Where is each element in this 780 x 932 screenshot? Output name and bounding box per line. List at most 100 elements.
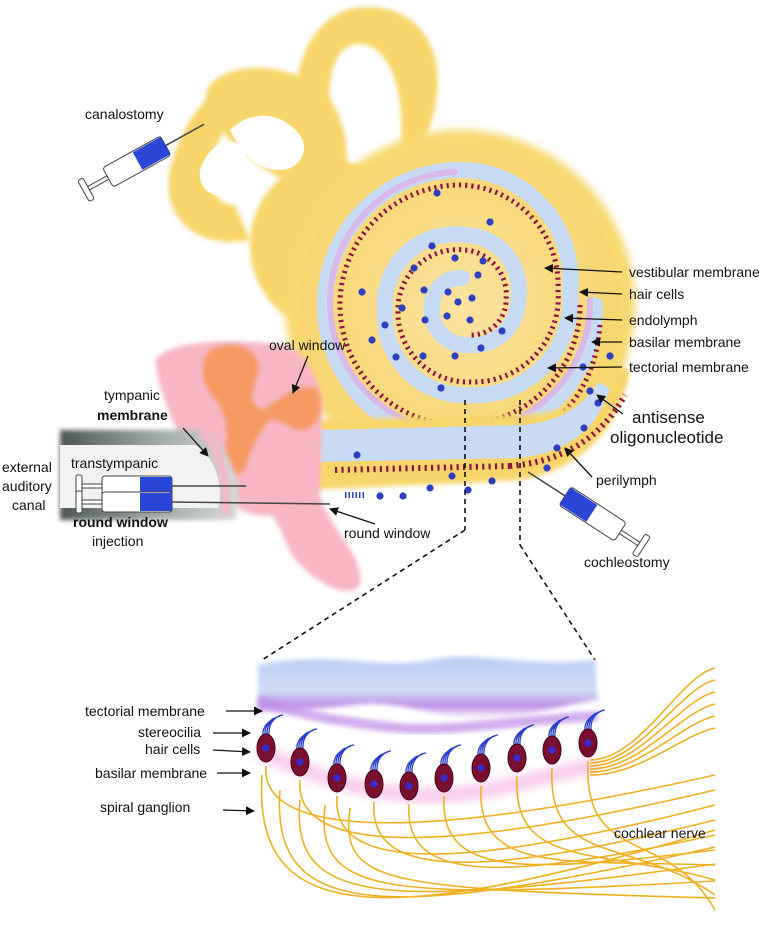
hair-cell [290, 728, 318, 777]
oligonucleotide-particle [419, 352, 427, 360]
nerve-fibre [298, 799, 716, 893]
label-endolymph: endolymph [629, 312, 698, 328]
arrow-oval-window [291, 355, 309, 394]
oligonucleotide-particle [358, 288, 366, 296]
oligonucleotide-particle [586, 387, 594, 395]
nerve-fibre [589, 715, 716, 773]
oligonucleotide-particle [353, 451, 361, 459]
oligonucleotide-particle [399, 492, 407, 500]
label-oval-window: oval window [269, 337, 346, 353]
label-round-window-injection-title: round window [73, 514, 168, 530]
oligonucleotide-particle [474, 271, 482, 279]
arrow-antisense [596, 394, 624, 415]
label-injection: injection [92, 533, 143, 549]
oligonucleotide-particle [420, 286, 428, 294]
hair-cell [542, 716, 570, 765]
oligonucleotide-particle [543, 464, 551, 472]
hair-cell [507, 724, 535, 773]
label-tectorial-membrane: tectorial membrane [629, 359, 749, 375]
inset-label-stereocilia: stereocilia [138, 724, 201, 740]
label-vestibular-membrane: vestibular membrane [629, 264, 760, 280]
nerve-fibre [589, 691, 716, 767]
label-canalostomy: canalostomy [85, 106, 164, 122]
oligonucleotide-particle [443, 312, 451, 320]
syringe-round-window[interactable] [75, 490, 365, 514]
label-transtympanic: transtympanic [71, 455, 158, 471]
hair-cell [399, 752, 427, 801]
label-antisense: antisense [632, 408, 705, 427]
nerve-fibre [278, 789, 716, 898]
inset-label-hair-cells: hair cells [145, 741, 200, 757]
label-auditory: auditory [2, 478, 52, 494]
nerve-fibre [589, 727, 716, 776]
label-tympanic-membrane: membrane [97, 407, 168, 423]
oligonucleotide-particle [451, 254, 459, 262]
label-round-window: round window [344, 525, 431, 541]
label-perilymph: perilymph [596, 472, 657, 488]
nerve-fibre [551, 767, 716, 896]
oligonucleotide-particle [594, 399, 602, 407]
zoom-line-left-2 [261, 529, 466, 661]
inset-label-basilar-membrane: basilar membrane [95, 765, 207, 781]
label-cochleostomy: cochleostomy [584, 554, 670, 570]
label-external: external [2, 459, 52, 475]
label-hair-cells: hair cells [629, 286, 684, 302]
oligonucleotide-particle [428, 242, 436, 250]
nerve-fibre [408, 803, 716, 869]
oligonucleotide-particle [486, 218, 494, 226]
arrow-perilymph [564, 447, 593, 478]
oligonucleotide-particle [466, 316, 474, 324]
label-basilar-membrane: basilar membrane [629, 334, 741, 350]
hair-cell [578, 709, 606, 758]
oligonucleotide-particle [426, 484, 434, 492]
nerve-fibre [347, 807, 716, 899]
inset-arrow-hair-cells [212, 747, 251, 757]
oligonucleotide-particle [433, 189, 441, 197]
label-tympanic: tympanic [104, 387, 160, 403]
hair-cell [434, 744, 462, 793]
inset-arrow-spiral-ganglion [222, 806, 255, 816]
nerve-fibre [336, 795, 716, 855]
syringe-transtympanic[interactable] [75, 474, 246, 498]
oligonucleotide-particle [398, 304, 406, 312]
oligonucleotide-particle [606, 352, 614, 360]
oligonucleotide-particle [498, 327, 506, 335]
oligonucleotide-particle [553, 444, 561, 452]
arrow-tectorial-membrane [547, 363, 623, 373]
oligonucleotide-particle [454, 298, 462, 306]
oligonucleotide-particle [448, 472, 456, 480]
hair-cell [256, 714, 284, 763]
syringe-cochleostomy[interactable] [522, 462, 651, 557]
oligonucleotide-particle [410, 264, 418, 272]
inset-hair-cells [256, 709, 606, 801]
oligonucleotide-particle [468, 294, 476, 302]
oligonucleotide-particle [464, 486, 472, 494]
oligonucleotide-particle [392, 353, 400, 361]
oligonucleotide-particle [368, 336, 376, 344]
inset-label-cochlear-nerve: cochlear nerve [614, 825, 706, 841]
nerve-fibre [589, 679, 716, 764]
zoom-line-right-2 [519, 544, 596, 661]
arrow-tympanic-membrane [182, 427, 209, 457]
oligonucleotide-particle [444, 288, 452, 296]
arrow-vestibular-membrane [544, 263, 623, 273]
tectorial-membrane-band [258, 656, 598, 719]
nerve-fibre [443, 795, 716, 866]
organ-of-corti-inset [254, 656, 716, 911]
label-canal: canal [12, 497, 45, 513]
nerve-fibre [260, 774, 716, 899]
hair-cell [327, 744, 355, 793]
nerve-fibre [373, 801, 716, 864]
inset-label-tectorial-membrane: tectorial membrane [85, 703, 205, 719]
hair-cell [471, 734, 499, 783]
nerve-fibre [265, 765, 716, 824]
arrow-round-window [329, 507, 376, 525]
label-oligonucleotide: oligonucleotide [610, 428, 723, 447]
syringe-canalostomy[interactable] [77, 114, 210, 202]
nerve-fibre [299, 779, 716, 839]
oligonucleotide-particle [376, 492, 384, 500]
oligonucleotide-particle [479, 257, 487, 265]
arrow-endolymph [564, 313, 623, 323]
nerve-fibre [589, 667, 716, 761]
